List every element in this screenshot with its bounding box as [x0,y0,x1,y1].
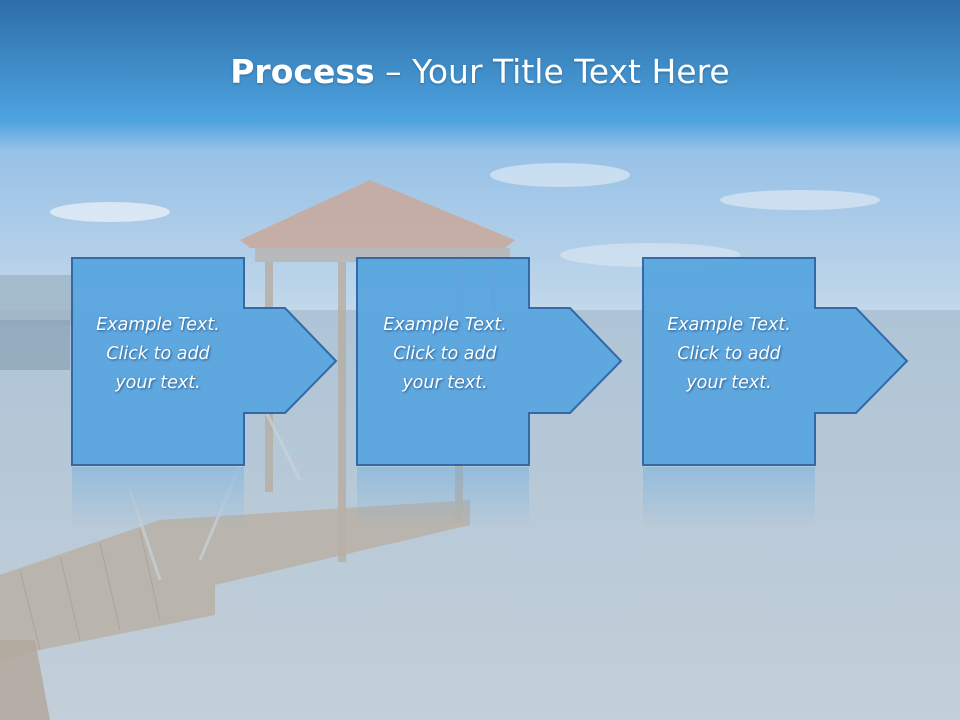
step-3-text[interactable]: Example Text. Click to add your text. [641,311,817,398]
title-bar [0,0,960,150]
step-1-line-2: Click to add [106,344,210,364]
step-3-line-3: your text. [686,373,772,393]
process-step-1[interactable] [71,257,338,527]
step-3-line-1: Example Text. [667,315,791,335]
title-rest-part: Your Title Text Here [412,52,730,91]
step-2-line-3: your text. [402,373,488,393]
step-2-text[interactable]: Example Text. Click to add your text. [357,311,533,398]
step-2-line-1: Example Text. [383,315,507,335]
slide-title[interactable]: Process – Your Title Text Here [0,52,960,91]
step-1-line-3: your text. [115,373,201,393]
step-1-text[interactable]: Example Text. Click to add your text. [70,311,246,398]
process-step-3[interactable] [642,257,909,527]
step-1-line-1: Example Text. [96,315,220,335]
step-2-line-2: Click to add [393,344,497,364]
step-3-line-2: Click to add [677,344,781,364]
process-step-2[interactable] [356,257,623,527]
title-bold-part: Process [230,52,375,91]
title-separator: – [374,52,413,91]
